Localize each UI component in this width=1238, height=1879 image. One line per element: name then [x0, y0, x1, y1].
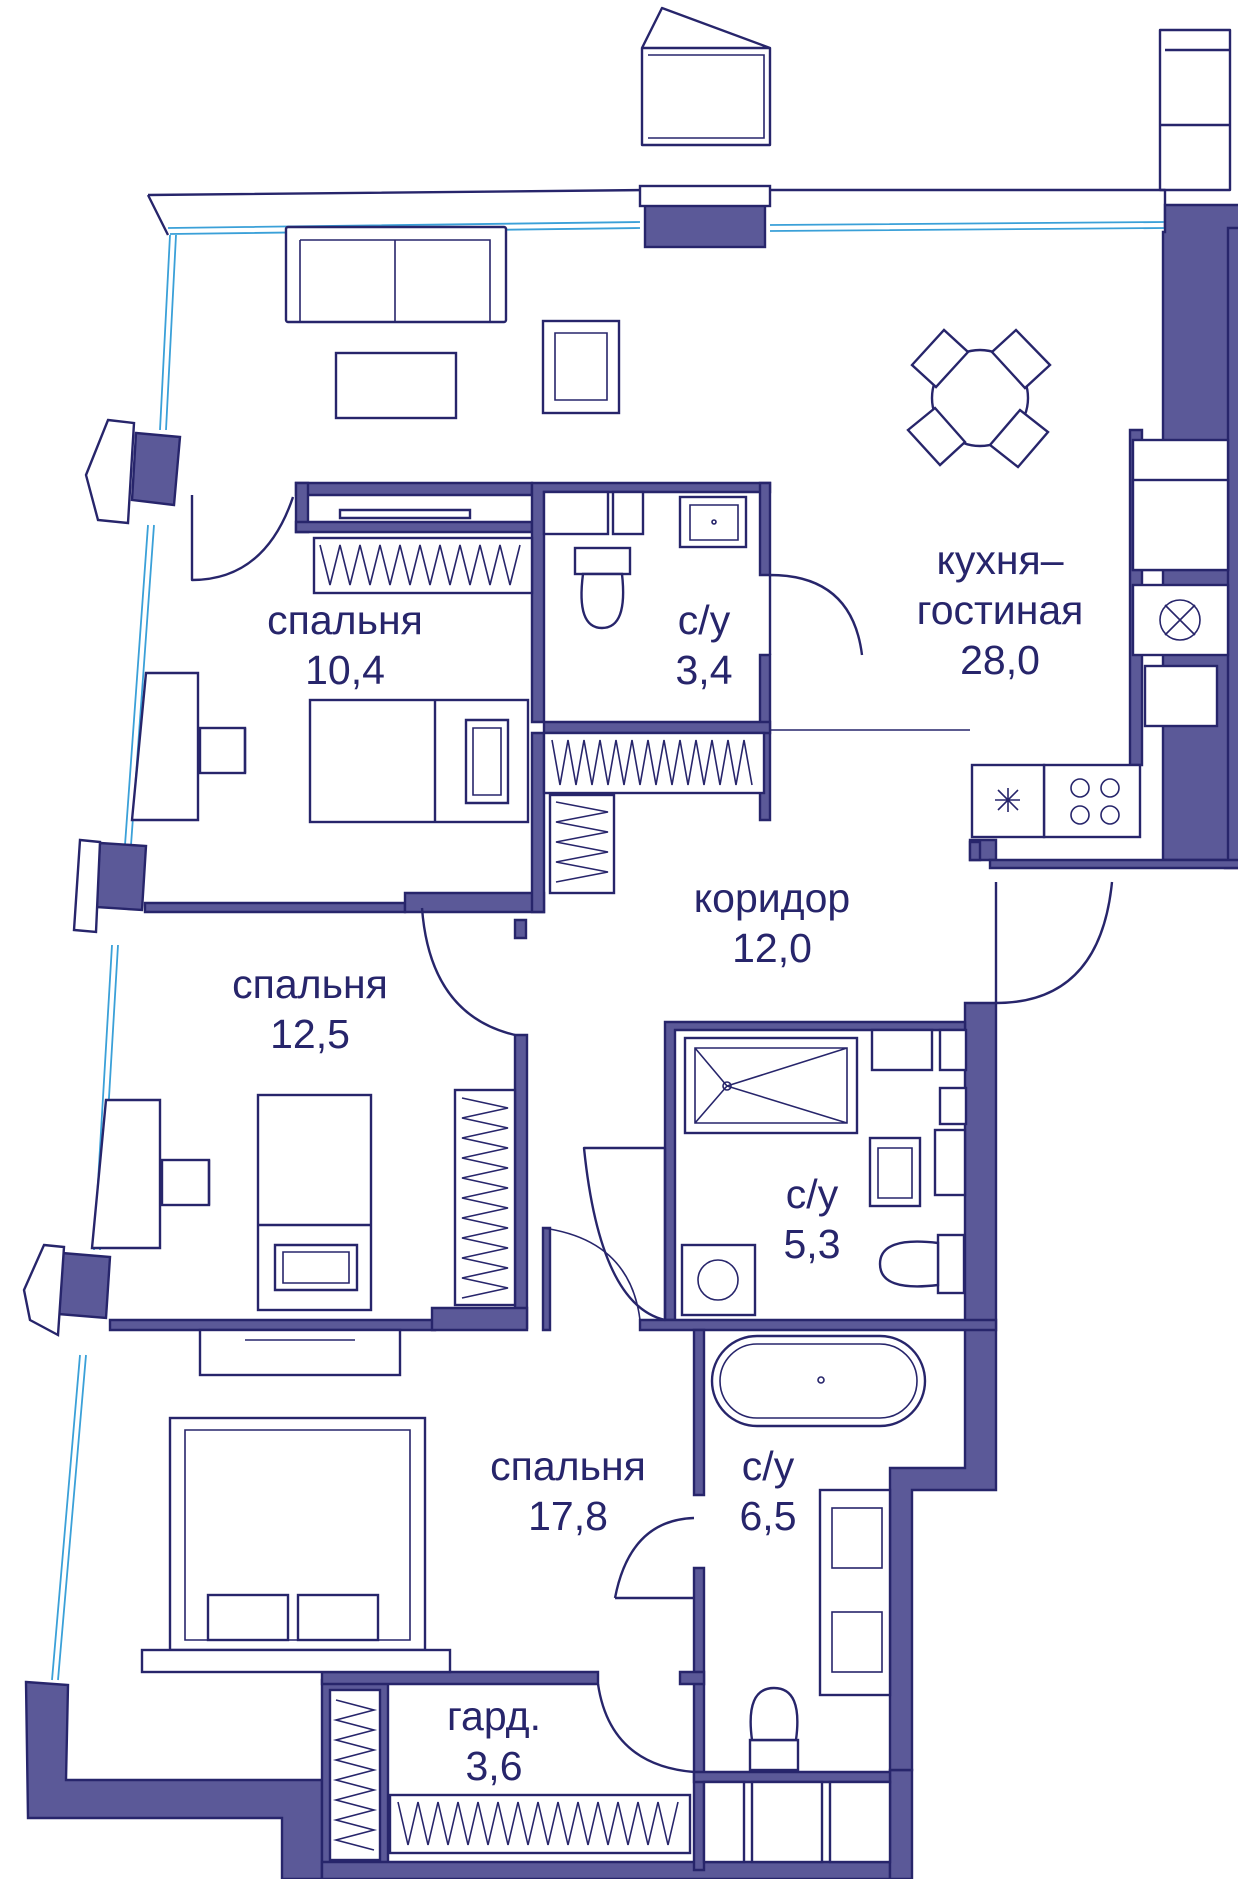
- desk-icon: [130, 671, 200, 822]
- bed-icon: [140, 1416, 452, 1674]
- bedroom1-area: 10,4: [305, 647, 385, 693]
- kitchen-area: 28,0: [960, 637, 1040, 683]
- sink-icon: [868, 1136, 922, 1208]
- toilet-icon: [573, 546, 632, 630]
- shaft-icon: [702, 1780, 892, 1864]
- toilet-icon: [878, 1233, 966, 1295]
- bedroom1-name: спальня: [267, 597, 423, 643]
- dining-table-icon: [906, 328, 1052, 469]
- stove-icon: [970, 438, 1230, 839]
- ac-unit-icon: [640, 6, 1232, 192]
- bedroom2-name: спальня: [232, 961, 388, 1007]
- sink-icon: [818, 1488, 892, 1697]
- toilet-icon: [748, 1686, 800, 1772]
- wardrobe-area: 3,6: [466, 1743, 523, 1789]
- shaft-icon: [870, 1028, 968, 1197]
- armchair-icon: [541, 319, 621, 415]
- corridor-name: коридор: [694, 875, 850, 921]
- chair-icon: [160, 1158, 211, 1207]
- bath3-area: 6,5: [740, 1493, 797, 1539]
- corridor-area: 12,0: [732, 925, 812, 971]
- sofa-icon: [284, 225, 508, 324]
- door-swing-icon: [190, 495, 1114, 1774]
- washing-machine-icon: [680, 1243, 757, 1317]
- bedroom2-area: 12,5: [270, 1011, 350, 1057]
- chair-icon: [198, 726, 247, 775]
- room-labels: спальня 10,4 с/у 3,4 кухня– гостиная 28,…: [232, 537, 1083, 1789]
- wardrobe-name: гард.: [447, 1693, 541, 1739]
- bath1-area: 3,4: [676, 647, 733, 693]
- sink-icon: [678, 495, 748, 549]
- bath3-name: с/у: [742, 1443, 795, 1489]
- bath1-name: с/у: [678, 597, 731, 643]
- wardrobe-icon: [453, 1088, 517, 1307]
- kitchen-name-2: гостиная: [917, 587, 1084, 633]
- wardrobe-icon: [328, 1688, 692, 1862]
- bath2-area: 5,3: [784, 1221, 841, 1267]
- shaft-icon: [542, 490, 645, 536]
- bedroom3-area: 17,8: [528, 1493, 608, 1539]
- bath2-name: с/у: [786, 1171, 839, 1217]
- kitchen-name-1: кухня–: [936, 537, 1063, 583]
- bed-icon: [256, 1093, 373, 1312]
- tv-stand-icon: [198, 1328, 402, 1377]
- bedroom3-name: спальня: [490, 1443, 646, 1489]
- coffee-table-icon: [334, 351, 458, 420]
- bed-icon: [308, 698, 530, 824]
- wardrobe-icon: [312, 508, 534, 595]
- interior-walls: [108, 428, 1238, 1872]
- wardrobe-icon: [542, 731, 766, 895]
- shower-icon: [683, 1036, 859, 1135]
- desk-icon: [90, 1098, 162, 1250]
- bathtub-icon: [710, 1334, 927, 1428]
